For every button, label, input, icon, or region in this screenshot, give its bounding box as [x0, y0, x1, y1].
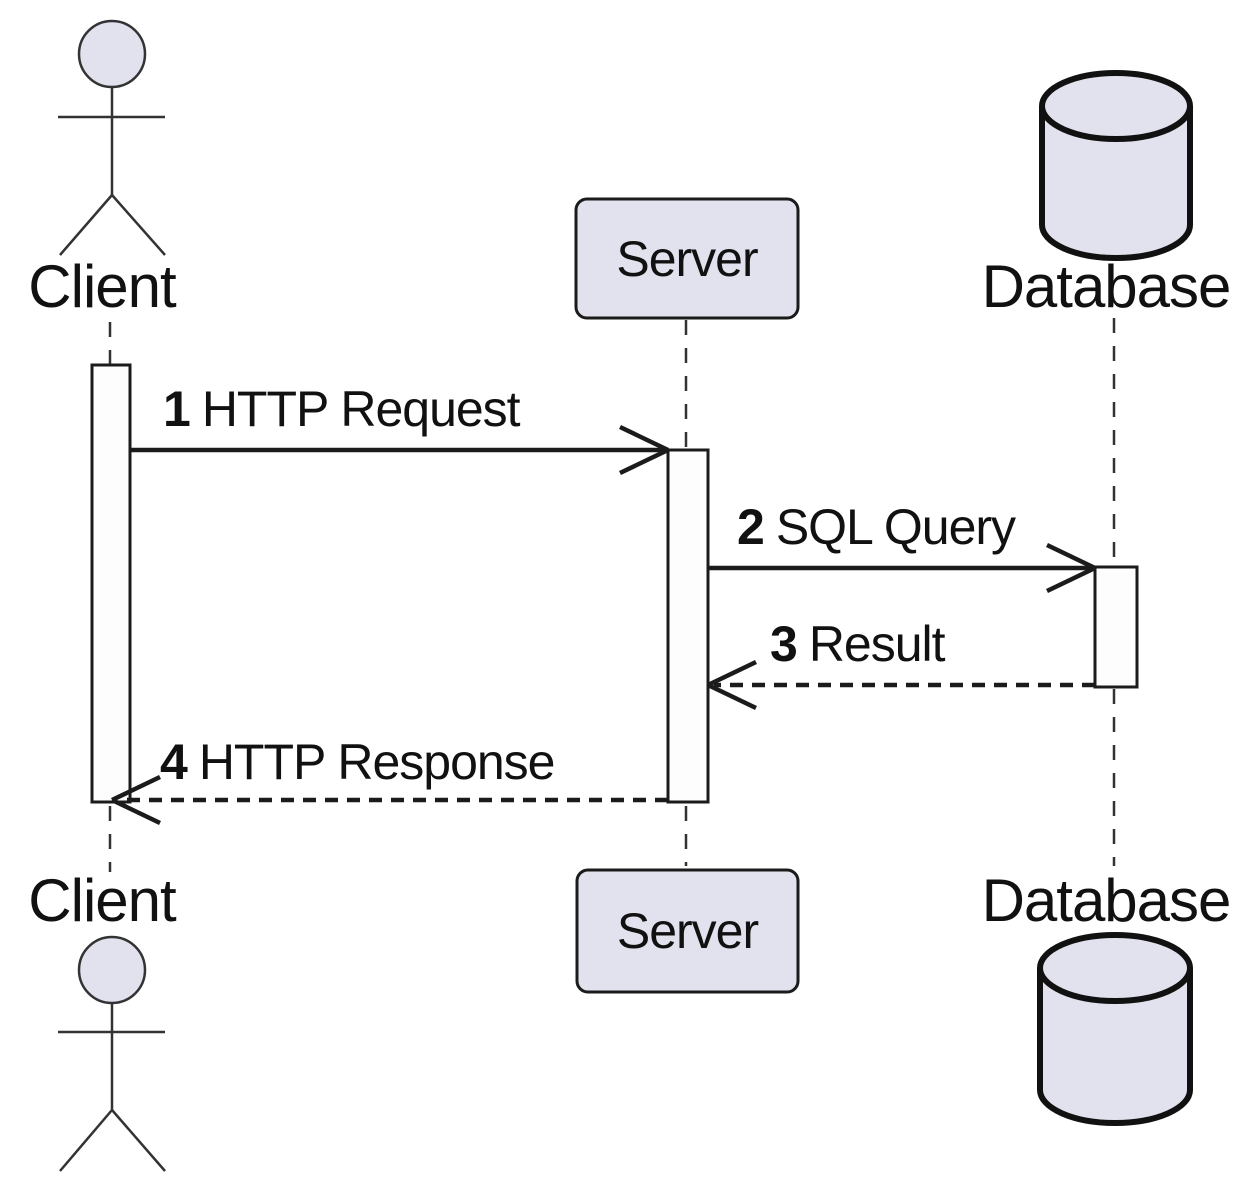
- cylinder-top: [1037, 932, 1193, 1004]
- participant-box-server-top: [574, 197, 800, 320]
- activation-server: [666, 448, 710, 804]
- cylinder-top: [1039, 70, 1193, 142]
- participant-label-database-top: Database: [981, 253, 1232, 320]
- database-cylinder-icon: [1039, 70, 1193, 261]
- message-text: HTTP Request: [201, 381, 521, 437]
- cylinder-body: [1039, 106, 1193, 261]
- message-number: 3: [770, 616, 798, 672]
- actor-body: [58, 1003, 166, 1172]
- message-number: 4: [160, 734, 188, 790]
- participant-label-database-bottom: Database: [981, 867, 1232, 934]
- actor-body: [58, 87, 166, 256]
- participant-label-server-bottom: Server: [616, 903, 759, 959]
- message-text: HTTP Response: [198, 734, 556, 790]
- message-text: Result: [808, 616, 946, 672]
- lifelines: [108, 318, 1116, 872]
- arrowhead-right-icon: [1046, 542, 1096, 594]
- actor-icon: [58, 935, 166, 1172]
- activations: [90, 363, 1139, 804]
- activation-client: [90, 363, 132, 804]
- arrowhead-right-icon: [619, 424, 669, 476]
- participant-box-server-bottom: [575, 868, 800, 994]
- participant-label-client-top: Client: [28, 253, 176, 320]
- cylinder-body: [1037, 968, 1193, 1126]
- arrowhead-left-icon: [707, 659, 757, 711]
- actor-icon: [58, 19, 166, 256]
- arrowhead-left-icon: [111, 774, 161, 826]
- message-text: SQL Query: [775, 499, 1016, 555]
- database-cylinder-icon: [1037, 932, 1193, 1126]
- activation-database: [1093, 565, 1139, 689]
- participant-label-client-bottom: Client: [28, 867, 176, 934]
- message-arrows: [111, 424, 1096, 826]
- actor-head: [77, 19, 147, 89]
- message-number: 2: [737, 499, 765, 555]
- actor-head: [77, 935, 147, 1005]
- message-number: 1: [163, 381, 191, 437]
- participant-label-server-top: Server: [616, 230, 758, 287]
